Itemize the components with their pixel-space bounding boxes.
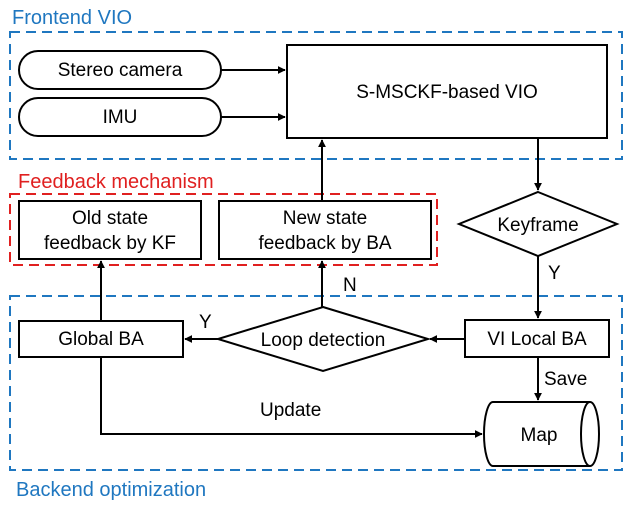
new-state-label-line1: New state [283,208,367,229]
old-state-feedback-node [18,200,202,260]
vi-local-ba-label: VI Local BA [487,329,587,350]
stereo-camera-label: Stereo camera [58,60,183,81]
save-label: Save [544,369,587,390]
loop-detection-label: Loop detection [261,330,386,351]
loop-detection-decision [214,305,432,373]
arrow-globalba-to-map [100,357,483,438]
vio-label: S-MSCKF-based VIO [356,82,538,103]
vio-node [286,44,608,139]
old-state-label-line1: Old state [72,208,148,229]
backend-optimization-group [9,295,623,471]
map-label: Map [521,425,558,446]
keyframe-yes-label: Y [548,263,561,284]
frontend-vio-group-label: Frontend VIO [12,7,132,29]
old-state-label-line2: feedback by KF [44,233,176,254]
imu-label: IMU [103,107,138,128]
map-storage-inner-edge [580,401,591,467]
loop-yes-label: Y [199,312,212,333]
new-state-label-line2: feedback by BA [258,233,391,254]
keyframe-label: Keyframe [497,215,578,236]
new-state-feedback-node [218,200,432,260]
feedback-mechanism-group-label: Feedback mechanism [18,171,214,193]
feedback-mechanism-group [9,193,438,266]
backend-optimization-group-label: Backend optimization [16,479,206,501]
frontend-vio-group [9,31,623,160]
loop-no-label: N [343,275,357,296]
global-ba-label: Global BA [58,329,144,350]
update-label: Update [260,400,321,421]
